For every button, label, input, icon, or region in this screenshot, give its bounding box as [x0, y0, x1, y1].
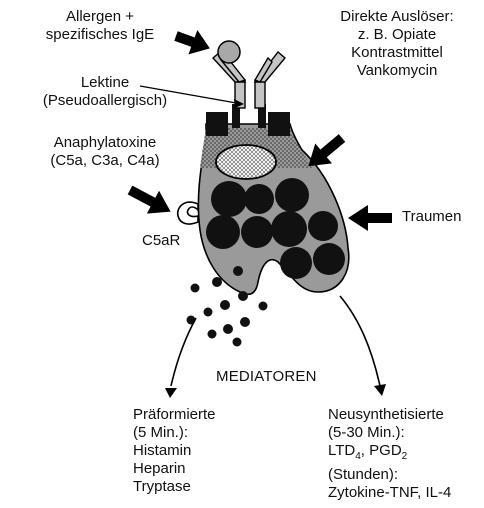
label-anaphylatoxins: Anaphylatoxine (C5a, C3a, C4a)	[30, 134, 180, 170]
newsynth-arrowhead	[374, 384, 386, 396]
label-lectins-line1: Lektine	[40, 74, 170, 92]
granule	[206, 215, 240, 249]
mediator-dot	[233, 266, 243, 276]
label-direct-line2: z. B. Opiate	[322, 26, 472, 44]
granule	[211, 181, 247, 217]
label-preformed: Präformierte (5 Min.): Histamin Heparin …	[133, 406, 216, 496]
preformed-line3: Histamin	[133, 442, 216, 460]
mediator-dot	[240, 317, 250, 327]
c5a-receptor	[178, 202, 198, 224]
anaphylatoxin-arrow	[124, 179, 177, 224]
mediator-dot	[191, 284, 200, 293]
granule	[280, 247, 312, 279]
label-receptor: C5aR	[142, 232, 180, 250]
label-direct-line4: Vankomycin	[322, 62, 472, 80]
preformed-arrow	[171, 318, 196, 386]
trauma-arrow	[348, 205, 392, 231]
mediator-dot	[233, 338, 242, 347]
label-trauma-text: Traumen	[402, 208, 461, 226]
label-lectins-line2: (Pseudoallergisch)	[40, 92, 170, 110]
receptor-complex	[206, 41, 290, 136]
mediator-dot	[204, 308, 213, 317]
ltd-pgd-separator: ,	[361, 442, 369, 459]
preformed-line2: (5 Min.):	[133, 424, 216, 442]
newsynth-title: Neusynthetisierte	[328, 406, 451, 424]
membrane-block-right	[268, 112, 290, 136]
preformed-line4: Heparin	[133, 460, 216, 478]
label-allergen-line1: Allergen +	[30, 8, 170, 26]
label-mediators-text: MEDIATOREN	[216, 368, 317, 386]
mediator-dot	[238, 291, 248, 301]
label-lectins: Lektine (Pseudoallergisch)	[40, 74, 170, 110]
label-new-synth: Neusynthetisierte (5-30 Min.): LTD4, PGD…	[328, 406, 451, 502]
preformed-line5: Tryptase	[133, 478, 216, 496]
preformed-arrowhead	[165, 388, 177, 398]
label-mediators: MEDIATOREN	[216, 368, 317, 386]
mediator-dot	[220, 300, 230, 310]
allergen-arrow	[172, 24, 215, 61]
mediator-dot	[223, 324, 233, 334]
preformed-line1: Präformierte	[133, 406, 216, 424]
label-direct-line3: Kontrastmittel	[322, 44, 472, 62]
mediator-dot	[212, 277, 222, 287]
pgd-text: PGD	[369, 442, 402, 459]
ltd-text: LTD	[328, 442, 355, 459]
allergen-ball	[218, 41, 240, 63]
newsynth-time1: (5-30 Min.):	[328, 424, 451, 442]
granule	[244, 184, 274, 214]
label-allergen-line2: spezifisches IgE	[30, 26, 170, 44]
membrane-block-left	[206, 112, 228, 136]
newsynth-time2: (Stunden):	[328, 466, 451, 484]
label-allergen: Allergen + spezifisches IgE	[30, 8, 170, 44]
label-direct-line1: Direkte Auslöser:	[322, 8, 472, 26]
label-anaphylatoxins-line2: (C5a, C3a, C4a)	[30, 152, 180, 170]
granule	[271, 211, 307, 247]
ige-stem-right	[255, 80, 265, 108]
granule	[313, 243, 345, 275]
granule	[275, 178, 309, 212]
newsynth-cytokines: Zytokine-TNF, IL-4	[328, 484, 451, 502]
mediator-dot	[259, 302, 268, 311]
label-anaphylatoxins-line1: Anaphylatoxine	[30, 134, 180, 152]
label-trauma: Traumen	[402, 208, 461, 226]
pgd-subscript: 2	[402, 451, 408, 462]
label-receptor-text: C5aR	[142, 232, 180, 250]
newsynth-arrow	[340, 296, 380, 386]
mediator-dot	[208, 330, 217, 339]
label-direct-triggers: Direkte Auslöser: z. B. Opiate Kontrastm…	[322, 8, 472, 80]
newsynth-ltd-pgd: LTD4, PGD2	[328, 442, 451, 466]
nucleus	[216, 145, 276, 179]
granule	[308, 211, 338, 241]
granule	[241, 216, 273, 248]
